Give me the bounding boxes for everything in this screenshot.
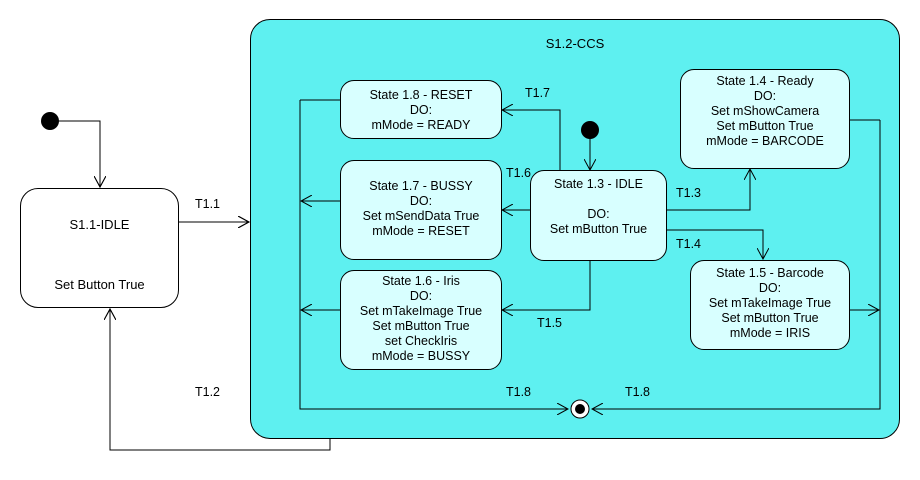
root-initial-dot xyxy=(41,112,59,130)
s16-line: set CheckIris xyxy=(384,334,458,348)
state-1-4-ready: State 1.4 - Ready DO: Set mShowCamera Se… xyxy=(680,69,850,169)
s13-line xyxy=(531,192,666,207)
s18-line: State 1.8 - RESET xyxy=(369,88,473,102)
s15-line: mMode = IRIS xyxy=(729,326,811,340)
right-bus-overlay xyxy=(592,120,881,409)
state-1-3-idle: State 1.3 - IDLE DO: Set mButton True xyxy=(530,170,667,261)
transition-label-t17: T1.7 xyxy=(525,86,551,100)
s13-line: DO: xyxy=(587,207,610,221)
s15-line: Set mTakeImage True xyxy=(708,296,832,310)
s14-line: Set mButton True xyxy=(716,119,814,133)
s15-line: Set mButton True xyxy=(721,311,819,325)
state-1-7-bussy: State 1.7 - BUSSY DO: Set mSendData True… xyxy=(340,160,502,260)
s13-line: Set mButton True xyxy=(549,222,648,236)
s15-line: State 1.5 - Barcode xyxy=(716,266,824,280)
s16-line: State 1.6 - Iris xyxy=(382,274,460,288)
t15-line-overlay xyxy=(502,261,591,310)
s15-line: DO: xyxy=(758,281,782,295)
t13-line-overlay xyxy=(667,169,750,211)
state-s11-idle: S1.1-IDLE Set Button True xyxy=(20,188,179,308)
transition-label-t14: T1.4 xyxy=(676,237,702,251)
s11-title: S1.1-IDLE xyxy=(69,217,130,232)
s16-line: Set mTakeImage True xyxy=(359,304,483,318)
s18-line: DO: xyxy=(409,103,433,117)
transition-label-t18-right: T1.8 xyxy=(625,385,651,399)
t14-line-overlay xyxy=(667,229,763,259)
transition-label-t18-left: T1.8 xyxy=(506,385,532,399)
s14-line: mMode = BARCODE xyxy=(706,134,824,148)
s17-line: DO: xyxy=(409,194,433,208)
s14-line: State 1.4 - Ready xyxy=(716,74,814,88)
s11-action: Set Button True xyxy=(54,277,145,292)
s16-line: Set mButton True xyxy=(372,319,470,333)
transition-label-t13: T1.3 xyxy=(676,186,702,200)
s17-line: State 1.7 - BUSSY xyxy=(369,179,473,193)
transition-label-t11: T1.1 xyxy=(195,197,221,211)
s16-line: mMode = BUSSY xyxy=(371,349,471,363)
s16-line: DO: xyxy=(409,289,433,303)
transition-label-t12: T1.2 xyxy=(195,385,221,399)
state-1-5-barcode: State 1.5 - Barcode DO: Set mTakeImage T… xyxy=(690,260,850,350)
s14-line: Set mShowCamera xyxy=(710,104,820,118)
s13-line: State 1.3 - IDLE xyxy=(554,177,643,191)
initial-line-overlay xyxy=(50,120,100,187)
s17-line: Set mSendData True xyxy=(362,209,480,223)
s14-line: DO: xyxy=(753,89,777,103)
transition-label-t16: T1.6 xyxy=(506,166,532,180)
s18-line: mMode = READY xyxy=(371,118,471,132)
final-state-inner xyxy=(575,404,585,414)
t12-line-overlay xyxy=(110,309,331,451)
state-1-8-reset: State 1.8 - RESET DO: mMode = READY xyxy=(340,80,502,139)
composite-title: S1.2-CCS xyxy=(545,36,605,51)
state-1-6-iris: State 1.6 - Iris DO: Set mTakeImage True… xyxy=(340,270,502,370)
t17-line-overlay xyxy=(502,110,561,172)
transition-label-t15: T1.5 xyxy=(537,316,563,330)
s17-line: mMode = RESET xyxy=(372,224,470,238)
ccs-initial-dot xyxy=(581,121,599,139)
